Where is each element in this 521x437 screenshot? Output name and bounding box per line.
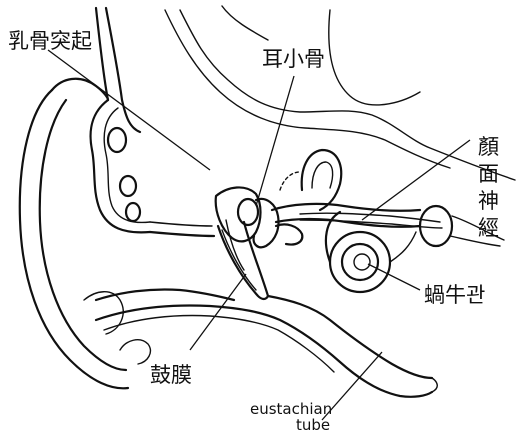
label-facial-nerve-4: 經	[478, 216, 499, 240]
ear-canal	[96, 222, 234, 300]
mastoid-process	[91, 100, 150, 232]
leader-mastoid	[48, 50, 210, 170]
middle-ear-cavity	[96, 296, 437, 397]
auricle	[20, 79, 128, 389]
label-ossicles: 耳小骨	[262, 47, 325, 71]
label-mastoid-process: 乳骨突起	[8, 29, 92, 53]
leader-lines	[48, 50, 470, 420]
ossicles-drawing	[216, 187, 303, 270]
leader-facial-nerve	[362, 140, 470, 220]
label-facial-nerve-1: 顏	[478, 135, 499, 159]
leader-cochlea	[368, 264, 420, 290]
leader-ossicles	[256, 76, 294, 206]
label-eardrum: 鼓膜	[150, 363, 192, 387]
tympanic-membrane	[218, 222, 268, 299]
label-facial-nerve-2: 面	[478, 162, 499, 186]
leader-eardrum	[190, 274, 246, 350]
label-cochlea: 蝸牛관	[424, 283, 485, 307]
label-facial-nerve-3: 神	[478, 189, 499, 213]
label-tube: tube	[296, 416, 330, 434]
